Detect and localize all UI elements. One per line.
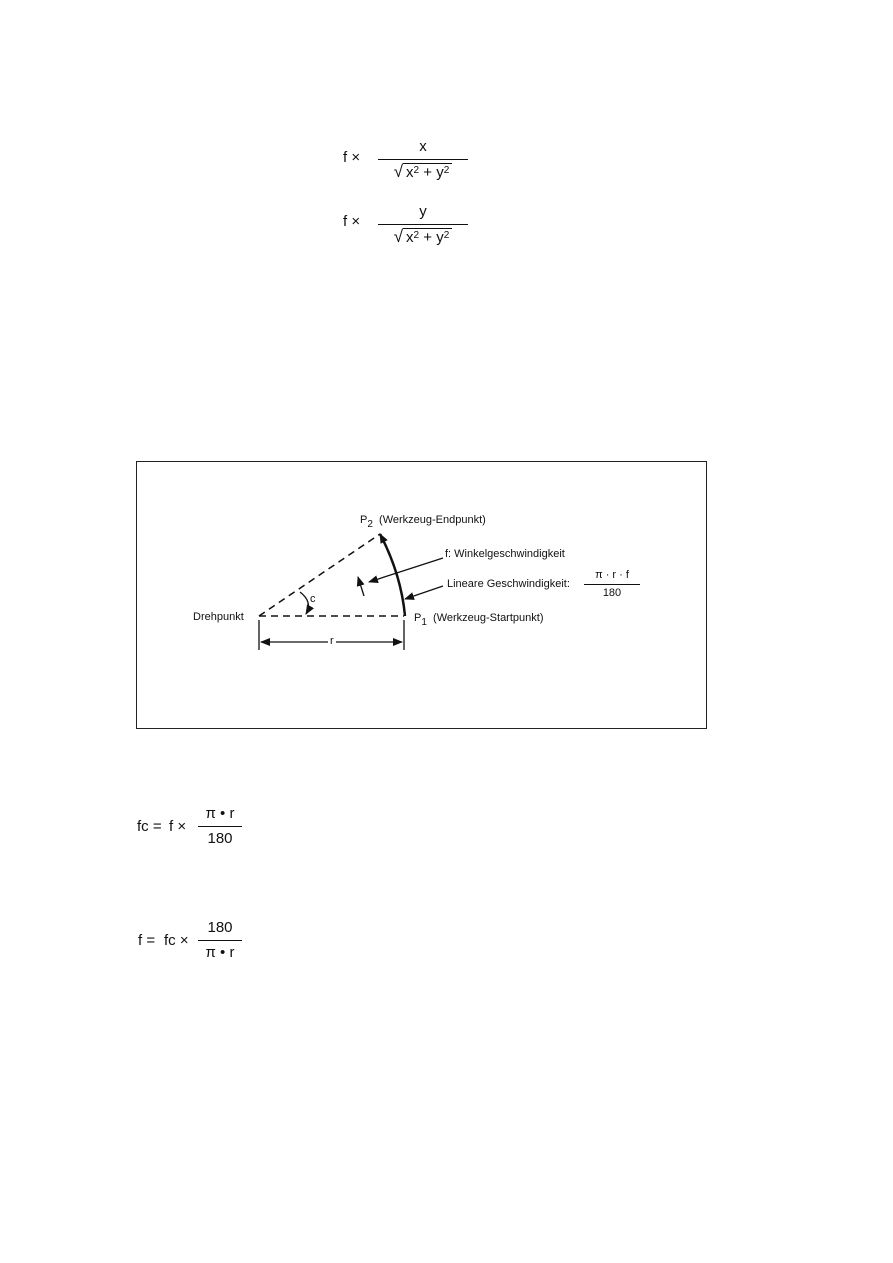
formula-f-mid: fc × <box>164 932 189 949</box>
linear-speed-denominator: 180 <box>602 587 622 599</box>
linear-speed-fraction: π · r · f 180 <box>584 569 640 599</box>
p1-letter: P <box>414 612 422 624</box>
angle-label: c <box>310 593 316 605</box>
p2-description: (Werkzeug-Endpunkt) <box>379 514 486 526</box>
formula-1-numerator: x <box>419 138 427 155</box>
square-root: √ x2 + y2 <box>394 163 453 182</box>
dashed-line-to-p2 <box>258 533 381 617</box>
arc-path <box>378 533 407 617</box>
formula-1-fraction: x √ x2 + y2 <box>378 138 468 182</box>
circular-interpolation-diagram: P2 (Werkzeug-Endpunkt) f: Winkelgeschwin… <box>136 461 707 729</box>
p1-label: P1 (Werkzeug-Startpunkt) <box>414 612 544 628</box>
formula-f-fraction: 180 π • r <box>198 919 242 961</box>
formula-f-numerator: 180 <box>207 919 233 936</box>
angular-speed-leader <box>368 557 444 584</box>
formula-fc-mid: f × <box>169 818 187 835</box>
diagram-drawing <box>258 533 444 650</box>
linear-speed-fraction-bar <box>584 584 640 585</box>
angle-arc <box>299 591 314 615</box>
formula-1-denominator: √ x2 + y2 <box>392 163 455 182</box>
linear-speed-leader <box>404 585 444 600</box>
formula-f-denominator: π • r <box>205 944 235 961</box>
angular-speed-label: f: Winkelgeschwindigkeit <box>445 548 565 560</box>
formula-1-fraction-bar <box>378 159 468 160</box>
p2-label: P2 (Werkzeug-Endpunkt) <box>360 514 486 530</box>
formula-2-fraction-bar <box>378 224 468 225</box>
p2-letter: P <box>360 514 368 526</box>
formula-fc-fraction: π • r 180 <box>198 805 242 847</box>
radical-sign: √ <box>393 162 404 181</box>
p2-subscript: 2 <box>367 519 373 530</box>
formula-2-denominator: √ x2 + y2 <box>392 228 455 247</box>
formula-fc-denominator: 180 <box>207 830 233 847</box>
formula-2-prefix: f × <box>343 213 361 230</box>
formula-fc-fraction-bar <box>198 826 242 827</box>
radical-sign: √ <box>393 227 404 246</box>
p1-description: (Werkzeug-Startpunkt) <box>433 612 544 624</box>
pivot-label: Drehpunkt <box>193 611 244 623</box>
formula-2-fraction: y √ x2 + y2 <box>378 203 468 247</box>
formula-fc-numerator: π • r <box>205 805 235 822</box>
formula-f-lhs: f = <box>138 932 156 949</box>
linear-speed-numerator: π · r · f <box>595 569 629 581</box>
formula-fc-lhs: fc = <box>137 818 162 835</box>
formula-1-radicand: x2 + y2 <box>403 163 453 182</box>
radius-label: r <box>328 635 336 647</box>
formula-f-fraction-bar <box>198 940 242 941</box>
p1-subscript: 1 <box>421 617 427 628</box>
formula-1-prefix: f × <box>343 149 361 166</box>
formula-2-radicand: x2 + y2 <box>403 228 453 247</box>
rotation-direction-arrow <box>356 576 365 597</box>
square-root: √ x2 + y2 <box>394 228 453 247</box>
linear-speed-label: Lineare Geschwindigkeit: <box>447 578 570 590</box>
formula-2-numerator: y <box>419 203 427 220</box>
